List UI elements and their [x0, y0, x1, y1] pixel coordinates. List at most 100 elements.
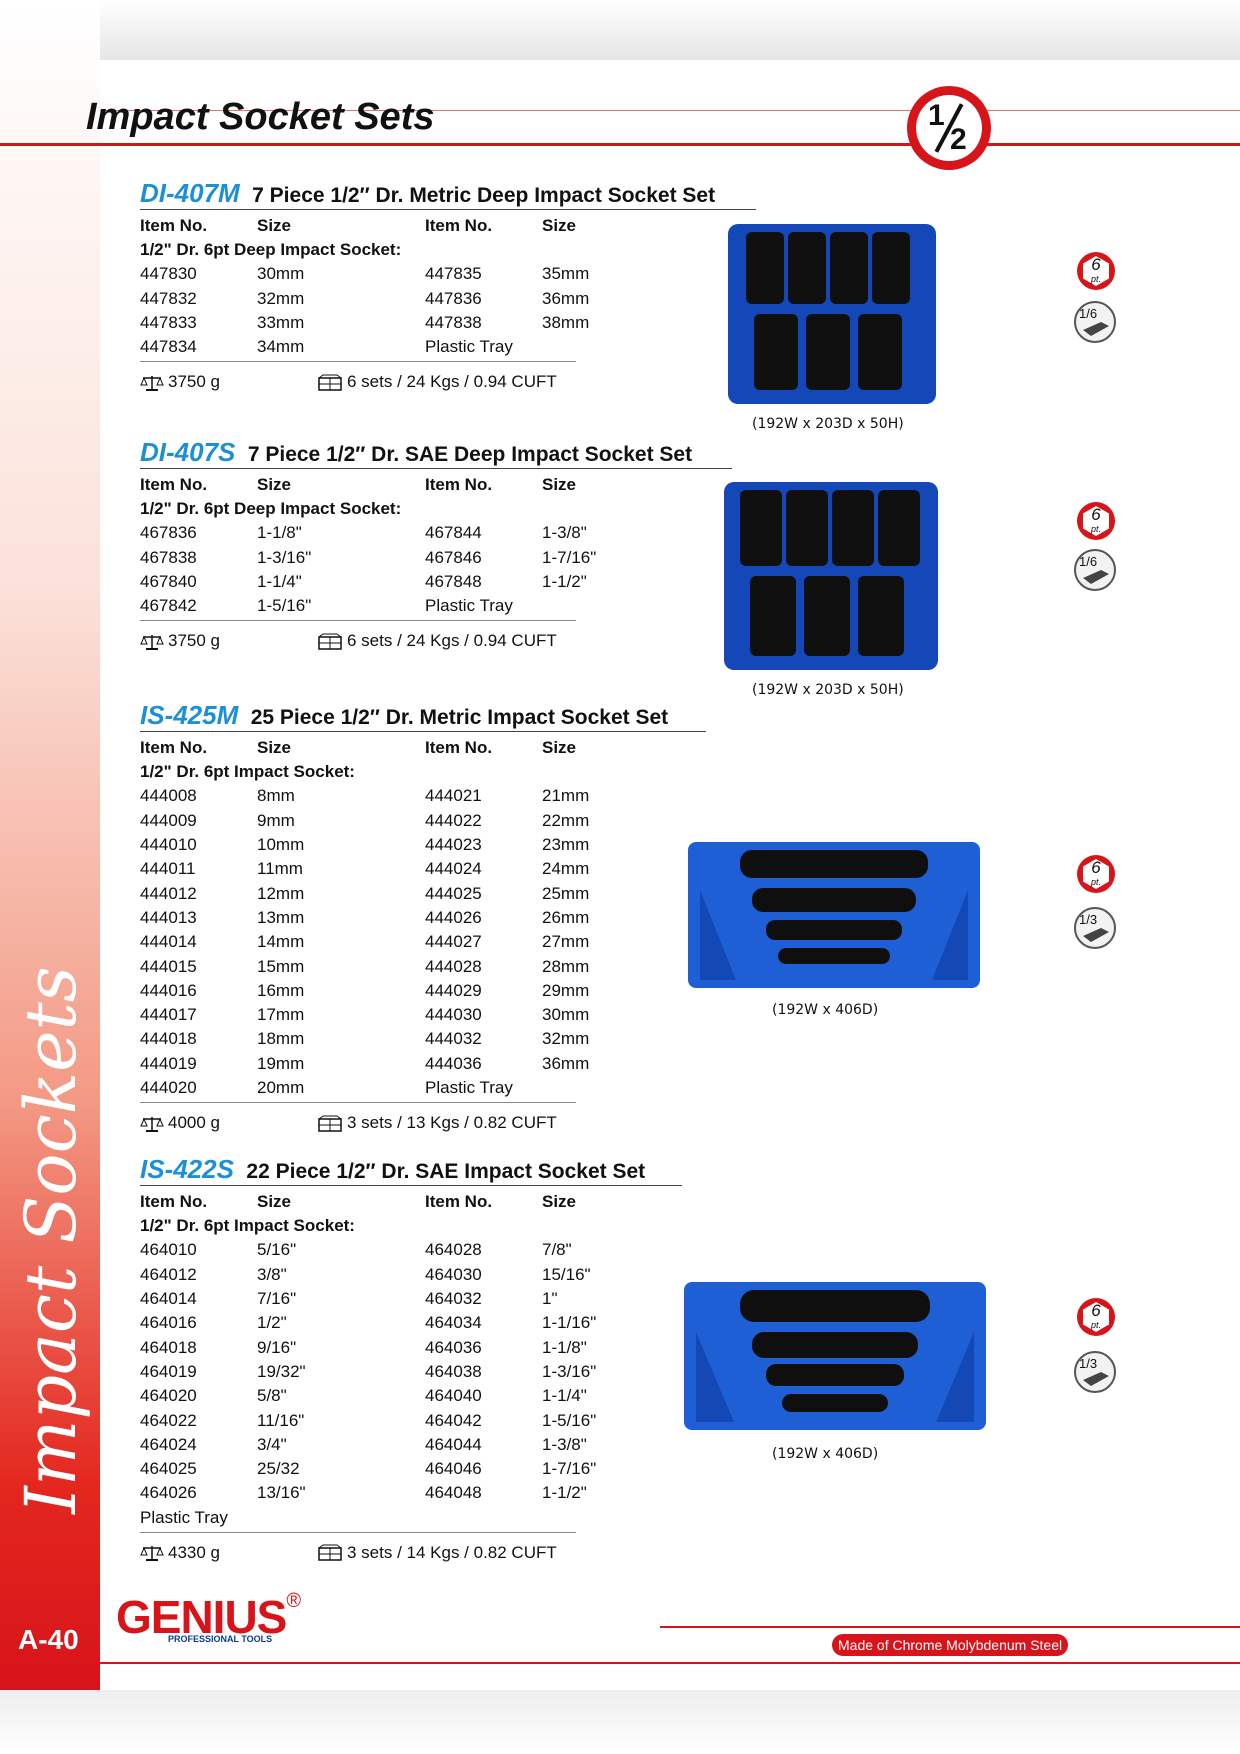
table-cell: 464048: [425, 1483, 482, 1503]
packing-info: 3 sets / 14 Kgs / 0.82 CUFT: [317, 1543, 557, 1563]
six-point-badge: 6 pt.: [1075, 250, 1117, 292]
hexagon-icon: [1077, 502, 1115, 540]
table-cell: 444024: [425, 859, 482, 879]
table-cell: 23mm: [542, 835, 590, 855]
table-cell: 444019: [140, 1053, 197, 1073]
table-rule: [140, 361, 576, 363]
col-size: Size: [257, 216, 292, 235]
points-value: 6: [1091, 505, 1101, 524]
brand-name: GENIUS: [116, 1591, 287, 1643]
product-section: DI-407M 7 Piece 1/2″ Dr. Metric Deep Imp…: [140, 178, 756, 398]
table-cell: 464046: [425, 1459, 482, 1479]
table-subheader-row: 1/2" Dr. 6pt Deep Impact Socket:: [140, 497, 642, 521]
table-cell: 1-5/16": [542, 1410, 597, 1430]
table-cell: 467838: [140, 547, 197, 567]
fraction-badge: 1/6: [1073, 548, 1117, 592]
col-item-no: Item No.: [425, 1192, 493, 1211]
product-code: IS-425M: [140, 700, 239, 730]
table-cell: 444013: [140, 907, 197, 927]
weight-value: 3750 g: [168, 631, 220, 651]
table-cell: 32mm: [257, 288, 305, 308]
product-code: DI-407M: [140, 178, 240, 208]
section-heading: IS-425M 25 Piece 1/2″ Dr. Metric Impact …: [140, 700, 706, 730]
table-cell: 444008: [140, 786, 197, 806]
page-number: A-40: [18, 1624, 79, 1655]
table-cell: 444026: [425, 907, 482, 927]
table-cell: 16mm: [257, 980, 305, 1000]
table-cell: 34mm: [257, 337, 305, 357]
table-cell: 464032: [425, 1289, 482, 1309]
packing-info: 3 sets / 13 Kgs / 0.82 CUFT: [317, 1113, 557, 1133]
top-band: [0, 0, 1240, 60]
table-cell: [542, 1076, 642, 1100]
table-cell: [542, 335, 642, 359]
fraction-badge: 1/6: [1073, 300, 1117, 344]
table-cell: 464020: [140, 1386, 197, 1406]
weight-info: 3750 g: [140, 372, 220, 392]
table-cell: 447834: [140, 337, 197, 357]
table-cell: 9mm: [257, 810, 295, 830]
table-cell: 36mm: [542, 1053, 590, 1073]
table-cell: 1-1/2": [542, 572, 587, 592]
table-cell: 464024: [140, 1434, 197, 1454]
weight-value: 4330 g: [168, 1542, 220, 1562]
section-heading: IS-422S 22 Piece 1/2″ Dr. SAE Impact Soc…: [140, 1154, 682, 1184]
fraction-value: 1/3: [1079, 912, 1098, 927]
spec-footer: 4330 g 3 sets / 14 Kgs / 0.82 CUFT: [140, 1539, 682, 1569]
table-subheader-row: 1/2" Dr. 6pt Impact Socket:: [140, 1214, 642, 1238]
table-cell: [425, 1506, 542, 1530]
table-cell: Plastic Tray: [425, 337, 513, 357]
socket-type-subheader: 1/2" Dr. 6pt Deep Impact Socket:: [140, 240, 402, 260]
table-subheader-row: 1/2" Dr. 6pt Deep Impact Socket:: [140, 238, 642, 262]
table-cell: 464018: [140, 1337, 197, 1357]
carton-box-icon: [318, 1115, 342, 1132]
table-rule: [140, 620, 576, 622]
section-heading: DI-407S 7 Piece 1/2″ Dr. SAE Deep Impact…: [140, 437, 732, 467]
tray-dimensions: (192W x 406D): [772, 1002, 879, 1018]
table-cell: 7/16": [257, 1289, 297, 1309]
table-cell: 5/8": [257, 1386, 287, 1406]
table-cell: 464019: [140, 1361, 197, 1381]
table-cell: 447835: [425, 264, 482, 284]
table-cell: 11/16": [257, 1410, 305, 1430]
table-cell: 17mm: [257, 1005, 305, 1025]
table-cell: 25/32: [257, 1459, 300, 1479]
table-cell: 1-1/2": [542, 1483, 587, 1503]
items-table: Item No. Size Item No. Size 1/2" Dr. 6pt…: [140, 1190, 642, 1530]
drive-numerator: 1: [928, 99, 945, 132]
table-cell: 1-5/16": [257, 596, 312, 616]
table-cell: 38mm: [542, 313, 590, 333]
carton-box-icon: [318, 1544, 342, 1562]
table-cell: 1-3/8": [542, 1434, 587, 1454]
packing-value: 3 sets / 14 Kgs / 0.82 CUFT: [347, 1542, 557, 1562]
tray-photo-di-407s: [724, 482, 938, 670]
table-cell: 35mm: [542, 264, 590, 284]
tray-photo-is-422s: [684, 1282, 986, 1430]
col-item-no: Item No.: [140, 216, 208, 235]
sidebar-gradient: Impact Sockets A-40: [0, 0, 100, 1690]
table-cell: 29mm: [542, 980, 590, 1000]
table-cell: 467840: [140, 572, 197, 592]
table-header-row: Item No. Size Item No. Size: [140, 736, 642, 760]
six-point-badge: 6 pt.: [1075, 500, 1117, 542]
table-cell: 1-3/16": [542, 1361, 597, 1381]
points-unit: pt.: [1090, 1320, 1101, 1330]
product-title: 7 Piece 1/2″ Dr. SAE Deep Impact Socket …: [247, 443, 693, 466]
fraction-value: 1/6: [1079, 554, 1098, 569]
items-table: Item No. Size Item No. Size 1/2" Dr. 6pt…: [140, 473, 642, 618]
table-cell: 11mm: [257, 859, 303, 879]
spec-footer: 3750 g 6 sets / 24 Kgs / 0.94 CUFT: [140, 368, 756, 398]
table-cell: 444014: [140, 932, 197, 952]
table-cell: 1-1/16": [542, 1313, 597, 1333]
col-size: Size: [542, 1192, 577, 1211]
socket-depth-icon: [1074, 1351, 1116, 1393]
